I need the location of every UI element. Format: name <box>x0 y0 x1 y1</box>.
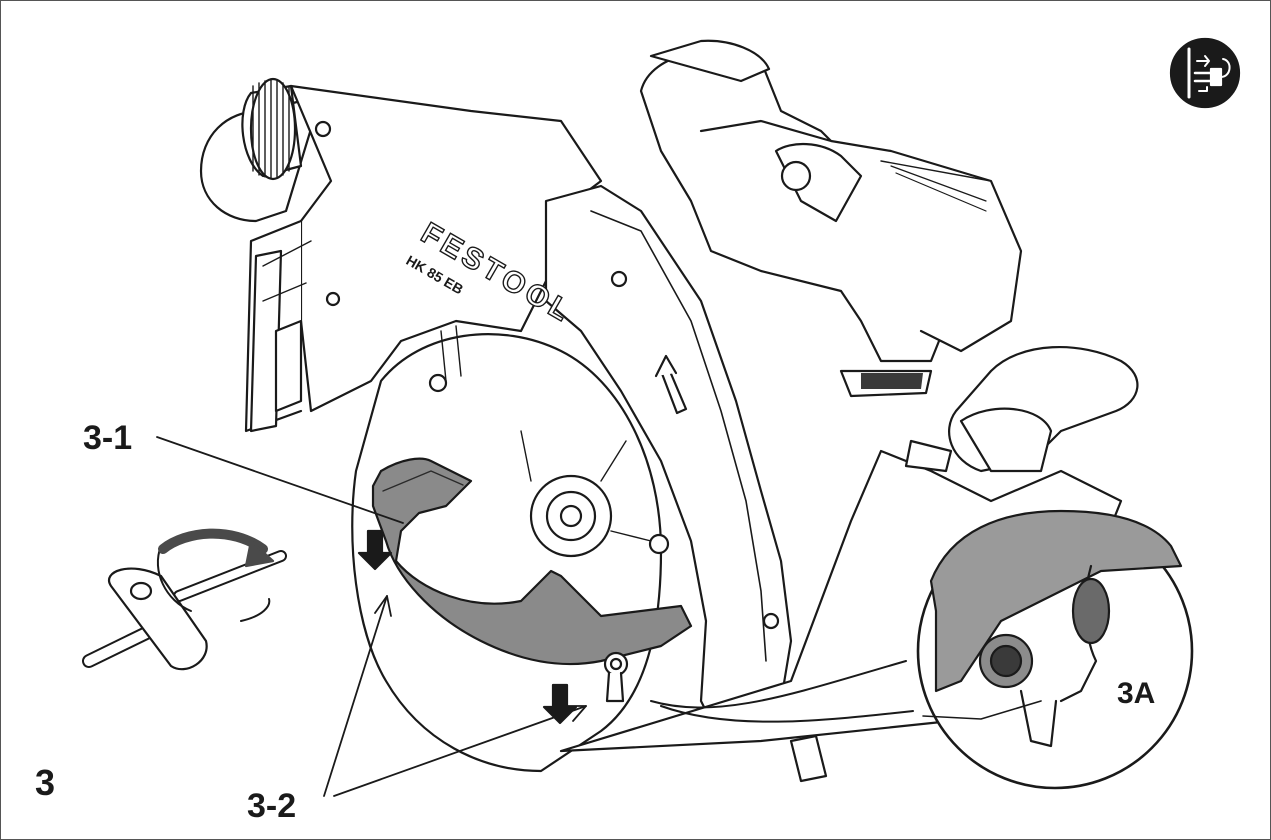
detail-3a-magnifier <box>650 509 1194 790</box>
callout-3-1: 3-1 <box>83 419 133 457</box>
motor-housing <box>244 84 603 433</box>
callout-3-2: 3-2 <box>247 787 297 825</box>
lower-blade-guard <box>371 457 693 703</box>
auxiliary-handle <box>904 345 1139 473</box>
figure-number: 3 <box>35 762 56 803</box>
rotate-clockwise-arrow-icon <box>156 528 275 622</box>
main-handle <box>639 39 1023 398</box>
saw-blade <box>351 325 670 773</box>
unplug-before-service-icon <box>1169 37 1241 109</box>
down-arrow-icon <box>357 529 578 725</box>
callout-3a: 3A <box>1117 677 1156 710</box>
callout-leaders <box>156 436 587 797</box>
dust-extraction-port <box>199 77 323 223</box>
hex-key-tool <box>82 528 287 671</box>
